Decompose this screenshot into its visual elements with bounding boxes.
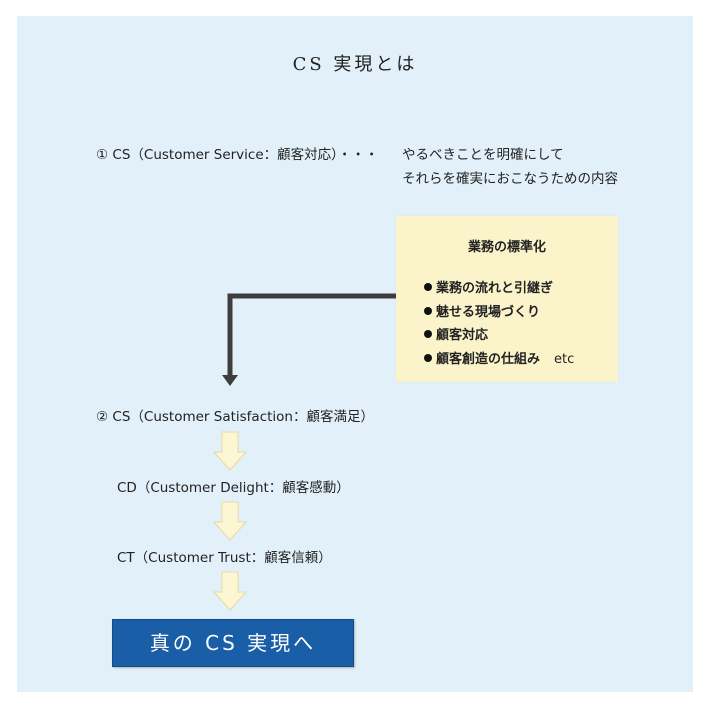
bullet-icon (424, 354, 432, 362)
cs-service-description-line1: やるべきことを明確にして (402, 147, 564, 163)
ct-trust-label: CT（Customer Trust：顧客信頼） (117, 550, 332, 566)
standardization-box: 業務の標準化 業務の流れと引継ぎ 魅せる現場づくり 顧客対応 顧客創造の仕組み e… (396, 216, 618, 382)
box-list-item-label: 魅せる現場づくり (436, 305, 541, 320)
bullet-icon (424, 330, 432, 338)
down-arrow-2 (212, 501, 248, 541)
box-list-item-label: 業務の流れと引継ぎ (436, 281, 554, 296)
bullet-icon (424, 283, 432, 291)
bullet-icon (424, 307, 432, 315)
connector-arrow-head (222, 375, 238, 386)
page-title: CS 実現とは (292, 54, 418, 75)
standardization-box-title: 業務の標準化 (467, 240, 546, 255)
down-arrow-1 (212, 431, 248, 471)
box-list-item: 魅せる現場づくり (424, 301, 540, 320)
cd-delight-label: CD（Customer Delight：顧客感動） (117, 480, 350, 496)
final-goal-box: 真の CS 実現へ (112, 619, 354, 667)
cs-service-description-line2: それらを確実におこなうための内容 (402, 171, 618, 187)
cs-satisfaction-label: ② CS（Customer Satisfaction：顧客満足） (96, 409, 374, 425)
box-list-item: 顧客創造の仕組み etc (424, 348, 574, 367)
box-list-item-label: 顧客創造の仕組み (436, 352, 541, 367)
box-list-item: 業務の流れと引継ぎ (424, 277, 553, 296)
connector-arrow-line (227, 293, 396, 376)
box-list-item: 顧客対応 (424, 324, 488, 343)
box-list-item-label: 顧客対応 (436, 328, 489, 343)
etc-label: etc (554, 352, 575, 367)
cs-service-label: ① CS（Customer Service：顧客対応）・・・ (96, 147, 379, 163)
down-arrow-3 (212, 571, 248, 611)
